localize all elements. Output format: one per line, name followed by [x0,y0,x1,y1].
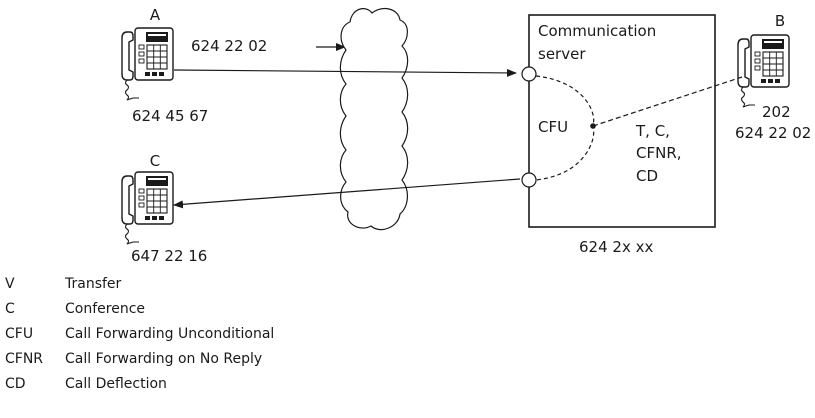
cfu-label: CFU [538,118,568,136]
legend-item: C Conference [5,301,274,326]
phone-c-icon [121,171,174,245]
phone-a-letter: A [150,6,161,24]
phone-b-number: 624 22 02 [735,124,811,142]
server-title-line2: server [538,45,586,63]
legend-abbr: CFU [5,326,34,342]
communication-server-box [528,14,716,228]
line-to-phone-b [592,76,743,127]
server-title-line1: Communication [538,22,656,40]
legend-item: CD Call Deflection [5,376,274,401]
legend-item: CFNR Call Forwarding on No Reply [5,351,274,376]
legend-abbr: CD [5,376,26,392]
server-port-bottom [521,172,537,188]
phone-c-number: 647 22 16 [131,247,207,265]
network-cloud-icon [339,7,409,231]
legend-abbr: V [5,276,15,292]
call-line-a-to-server [173,68,517,77]
dialed-number: 624 22 02 [191,37,267,55]
legend-item: CFU Call Forwarding Unconditional [5,326,274,351]
legend-meaning: Call Forwarding on No Reply [65,351,263,367]
phone-b-letter: B [775,12,785,30]
legend-item: V Transfer [5,276,274,301]
call-line-server-to-c [173,178,521,209]
services-line-3: CD [636,167,658,185]
legend-meaning: Call Deflection [65,376,167,392]
server-port-top [521,66,537,82]
legend-meaning: Transfer [65,276,122,292]
services-line-1: T, C, [635,122,670,140]
legend-abbr: C [5,301,15,317]
phone-b-icon [737,34,790,108]
legend: V Transfer C Conference CFU Call Forward… [5,276,274,401]
phone-a-number: 624 45 67 [132,107,208,125]
services-line-2: CFNR, [636,144,682,162]
phone-b-extension: 202 [762,103,791,121]
legend-meaning: Call Forwarding Unconditional [65,326,275,342]
phone-c-letter: C [150,152,160,170]
legend-meaning: Conference [65,301,146,317]
phone-a-icon [121,27,174,101]
server-number-range: 624 2x xx [579,238,653,256]
call-forwarding-diagram: A 624 45 67 B 202 624 22 02 C 647 22 16 … [121,6,811,265]
legend-abbr: CFNR [5,351,44,367]
